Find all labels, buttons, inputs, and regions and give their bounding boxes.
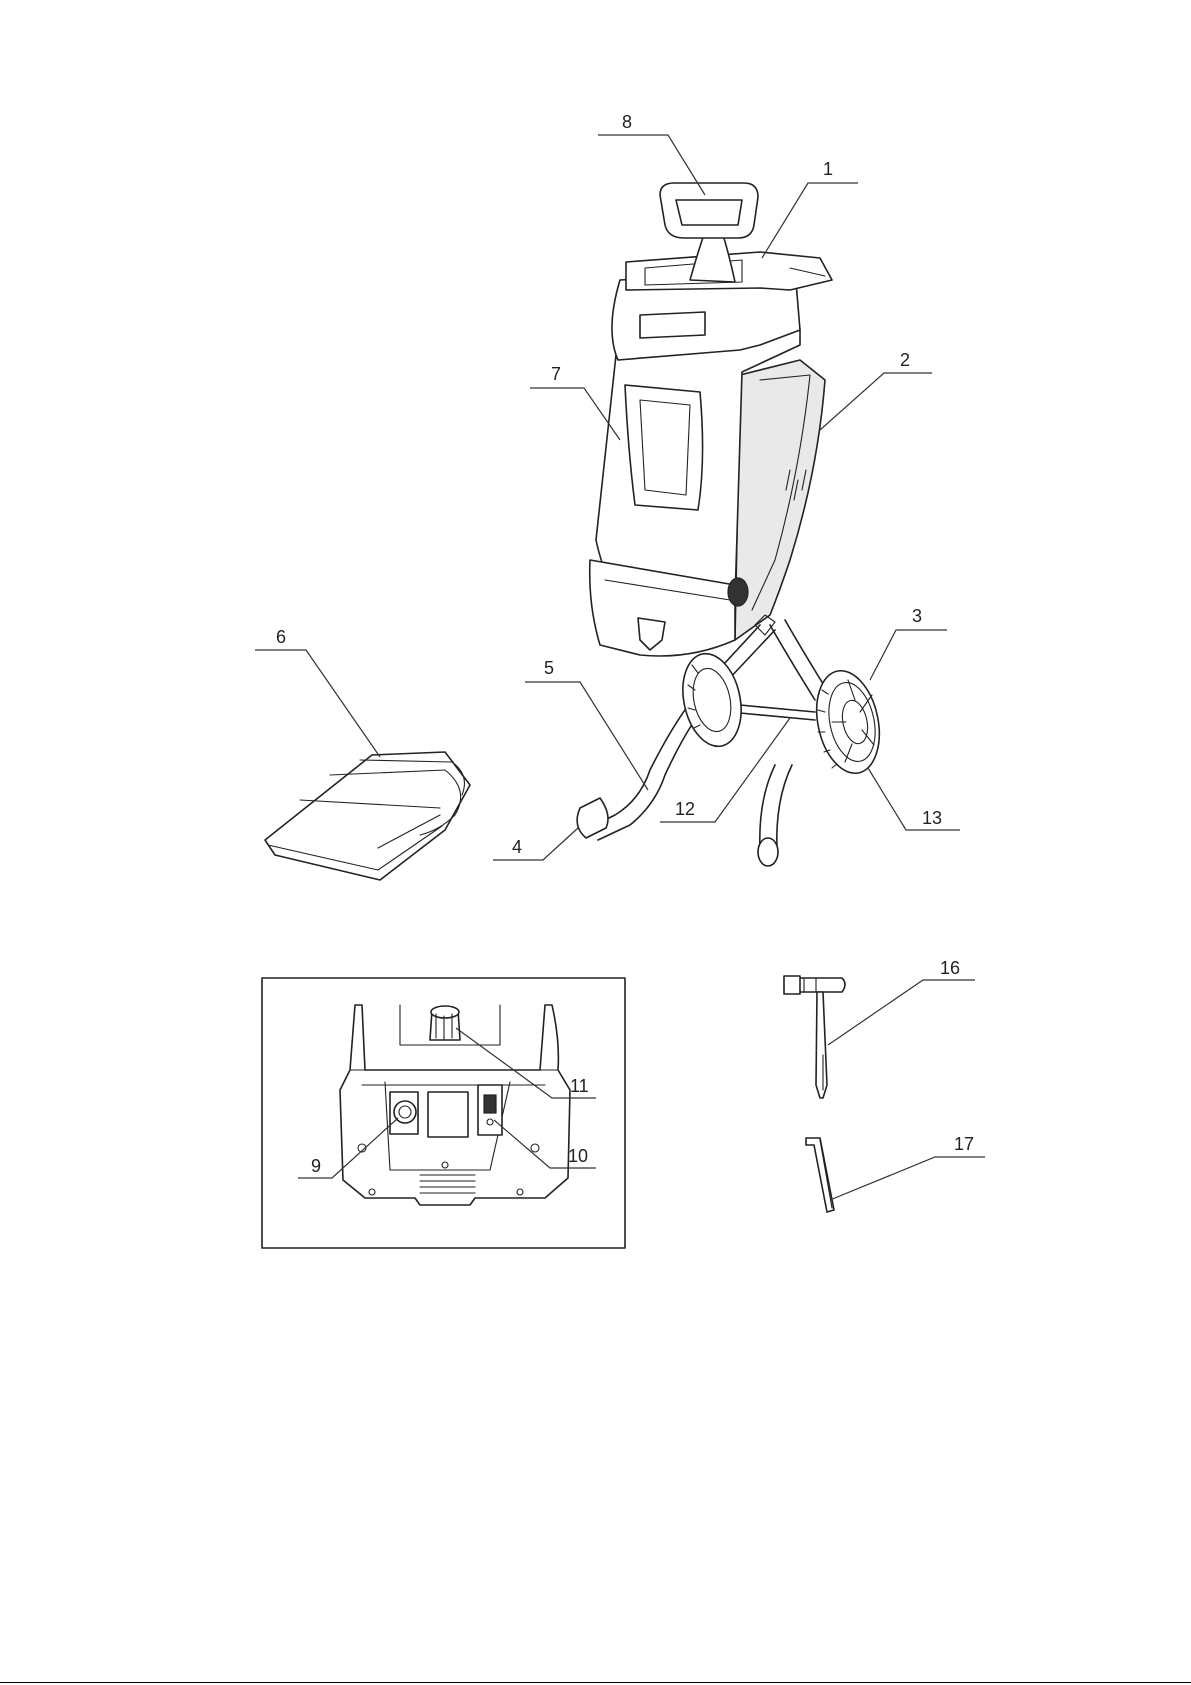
rear-view-inset xyxy=(262,978,625,1248)
callout-label-13: 13 xyxy=(922,808,942,828)
callout-label-11: 11 xyxy=(570,1076,589,1096)
shredder-illustration xyxy=(577,183,888,866)
callout-label-2: 2 xyxy=(900,350,910,370)
callouts-tools: 16 16 16 16 16 16 16 xyxy=(828,980,985,1200)
spark-plug-wrench-illustration xyxy=(784,976,845,1098)
callout-label-3: 3 xyxy=(912,606,922,626)
callout-label-6: 6 xyxy=(276,627,286,647)
left-wheel xyxy=(675,648,749,752)
callout-label-12: 12 xyxy=(675,799,695,819)
callout-label-4: 4 xyxy=(512,837,522,857)
right-wheel xyxy=(808,665,888,779)
collection-bag-illustration xyxy=(265,752,470,880)
callout-label-9: 9 xyxy=(311,1156,321,1176)
callout-label-5: 5 xyxy=(544,658,554,678)
callout-label-1: 1 xyxy=(823,159,833,179)
callout-label-10: 10 xyxy=(568,1146,588,1166)
bottom-rule xyxy=(0,1682,1191,1683)
motor-housing xyxy=(590,252,832,656)
hex-key-illustration xyxy=(806,1138,834,1212)
callout-label-8: 8 xyxy=(622,112,632,132)
callout-label-7: 7 xyxy=(551,364,561,384)
